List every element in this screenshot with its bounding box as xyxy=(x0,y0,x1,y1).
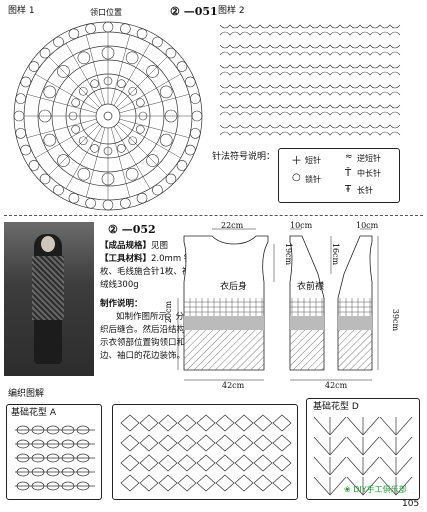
dc-symbol-icon: Ŧ xyxy=(345,184,352,195)
diagram-section-title: 编织图解 xyxy=(8,389,45,399)
symbol-sc: 短针 xyxy=(305,156,321,165)
watermark-logo: ❀ DIY手工俱乐部 xyxy=(344,486,407,494)
round-yoke-chart xyxy=(13,21,203,211)
symbol-legend: ＋ 短针 ○ 锁针 ≈ 逆短针 Ť 中长针 Ŧ 长针 xyxy=(278,148,400,203)
neck-position-label: 领口位置 xyxy=(90,8,122,17)
garment-schematic xyxy=(177,228,379,381)
top-pattern-code: ② —051 xyxy=(170,5,218,18)
symbol-hdc: 中长针 xyxy=(357,169,381,178)
figure1-label: 图样 1 xyxy=(8,6,35,16)
symbol-title: 针法符号说明： xyxy=(212,152,276,162)
materials-block: 【成品规格】见图 【工具材料】2.0mm 钩针1枚、毛线施合针1枚、褐色羊绒线3… xyxy=(100,240,208,363)
pattern-a-label: 基础花型 A xyxy=(11,408,57,418)
front-neck-dim: 10cm xyxy=(290,221,313,230)
pattern-b-box xyxy=(112,404,298,500)
method-label: 制作说明： xyxy=(100,299,143,309)
watermark-text: DIY手工俱乐部 xyxy=(353,485,407,494)
leaf-icon: ❀ xyxy=(344,485,351,494)
back-piece-label: 衣后身 xyxy=(220,282,248,292)
back-shoulder-dim: 22cm xyxy=(221,221,244,230)
tools-value: 2.0mm 钩针1枚、毛线施合针1枚、褐色羊绒线300g xyxy=(100,254,208,290)
back-width-dim: 42cm xyxy=(222,381,245,390)
section-divider xyxy=(4,215,423,216)
materials-value: 见图 xyxy=(151,241,169,251)
ch-symbol-icon: ○ xyxy=(292,172,301,183)
front-width-dim: 42cm xyxy=(325,381,348,390)
pattern-a-box: 基础花型 A xyxy=(6,404,102,500)
symbol-dc: 长针 xyxy=(357,186,373,195)
model-photo xyxy=(4,222,94,376)
back-side-dim: 19cm xyxy=(284,242,294,266)
symbol-ch: 锁针 xyxy=(305,175,321,184)
figure2-label: 图样 2 xyxy=(218,6,245,16)
model-face xyxy=(41,236,55,252)
front-shoulder-dim: 10cm xyxy=(356,221,379,230)
front-piece-label: 衣前襟 xyxy=(297,282,325,292)
pattern-b-chart xyxy=(120,414,292,492)
pattern-d-box: 基础花型 D xyxy=(306,398,420,500)
mid-pattern-code: ② —052 xyxy=(108,223,156,236)
front-v-dim: 16cm xyxy=(331,242,341,266)
rsc-symbol-icon: ≈ xyxy=(345,152,353,162)
method-text: 如制作图所示，分片编织后缝合。然后沿结构图所示衣领部位置钩领口和衣边、袖口的花边… xyxy=(100,312,203,361)
front-height-dim: 39cm xyxy=(391,308,401,332)
page-number: 105 xyxy=(402,499,420,509)
pattern-d-label: 基础花型 D xyxy=(313,402,359,412)
sc-symbol-icon: ＋ xyxy=(291,154,302,167)
materials-label: 【成品规格】 xyxy=(100,241,152,251)
back-height-dim: 20cm xyxy=(164,300,174,324)
tools-label: 【工具材料】 xyxy=(100,254,152,264)
lattice-chart xyxy=(219,24,401,136)
pattern-d-chart xyxy=(313,416,413,496)
hdc-symbol-icon: Ť xyxy=(345,168,352,179)
pattern-a-chart xyxy=(15,425,95,491)
vest-pattern xyxy=(32,256,64,320)
symbol-rsc: 逆短针 xyxy=(357,154,381,163)
